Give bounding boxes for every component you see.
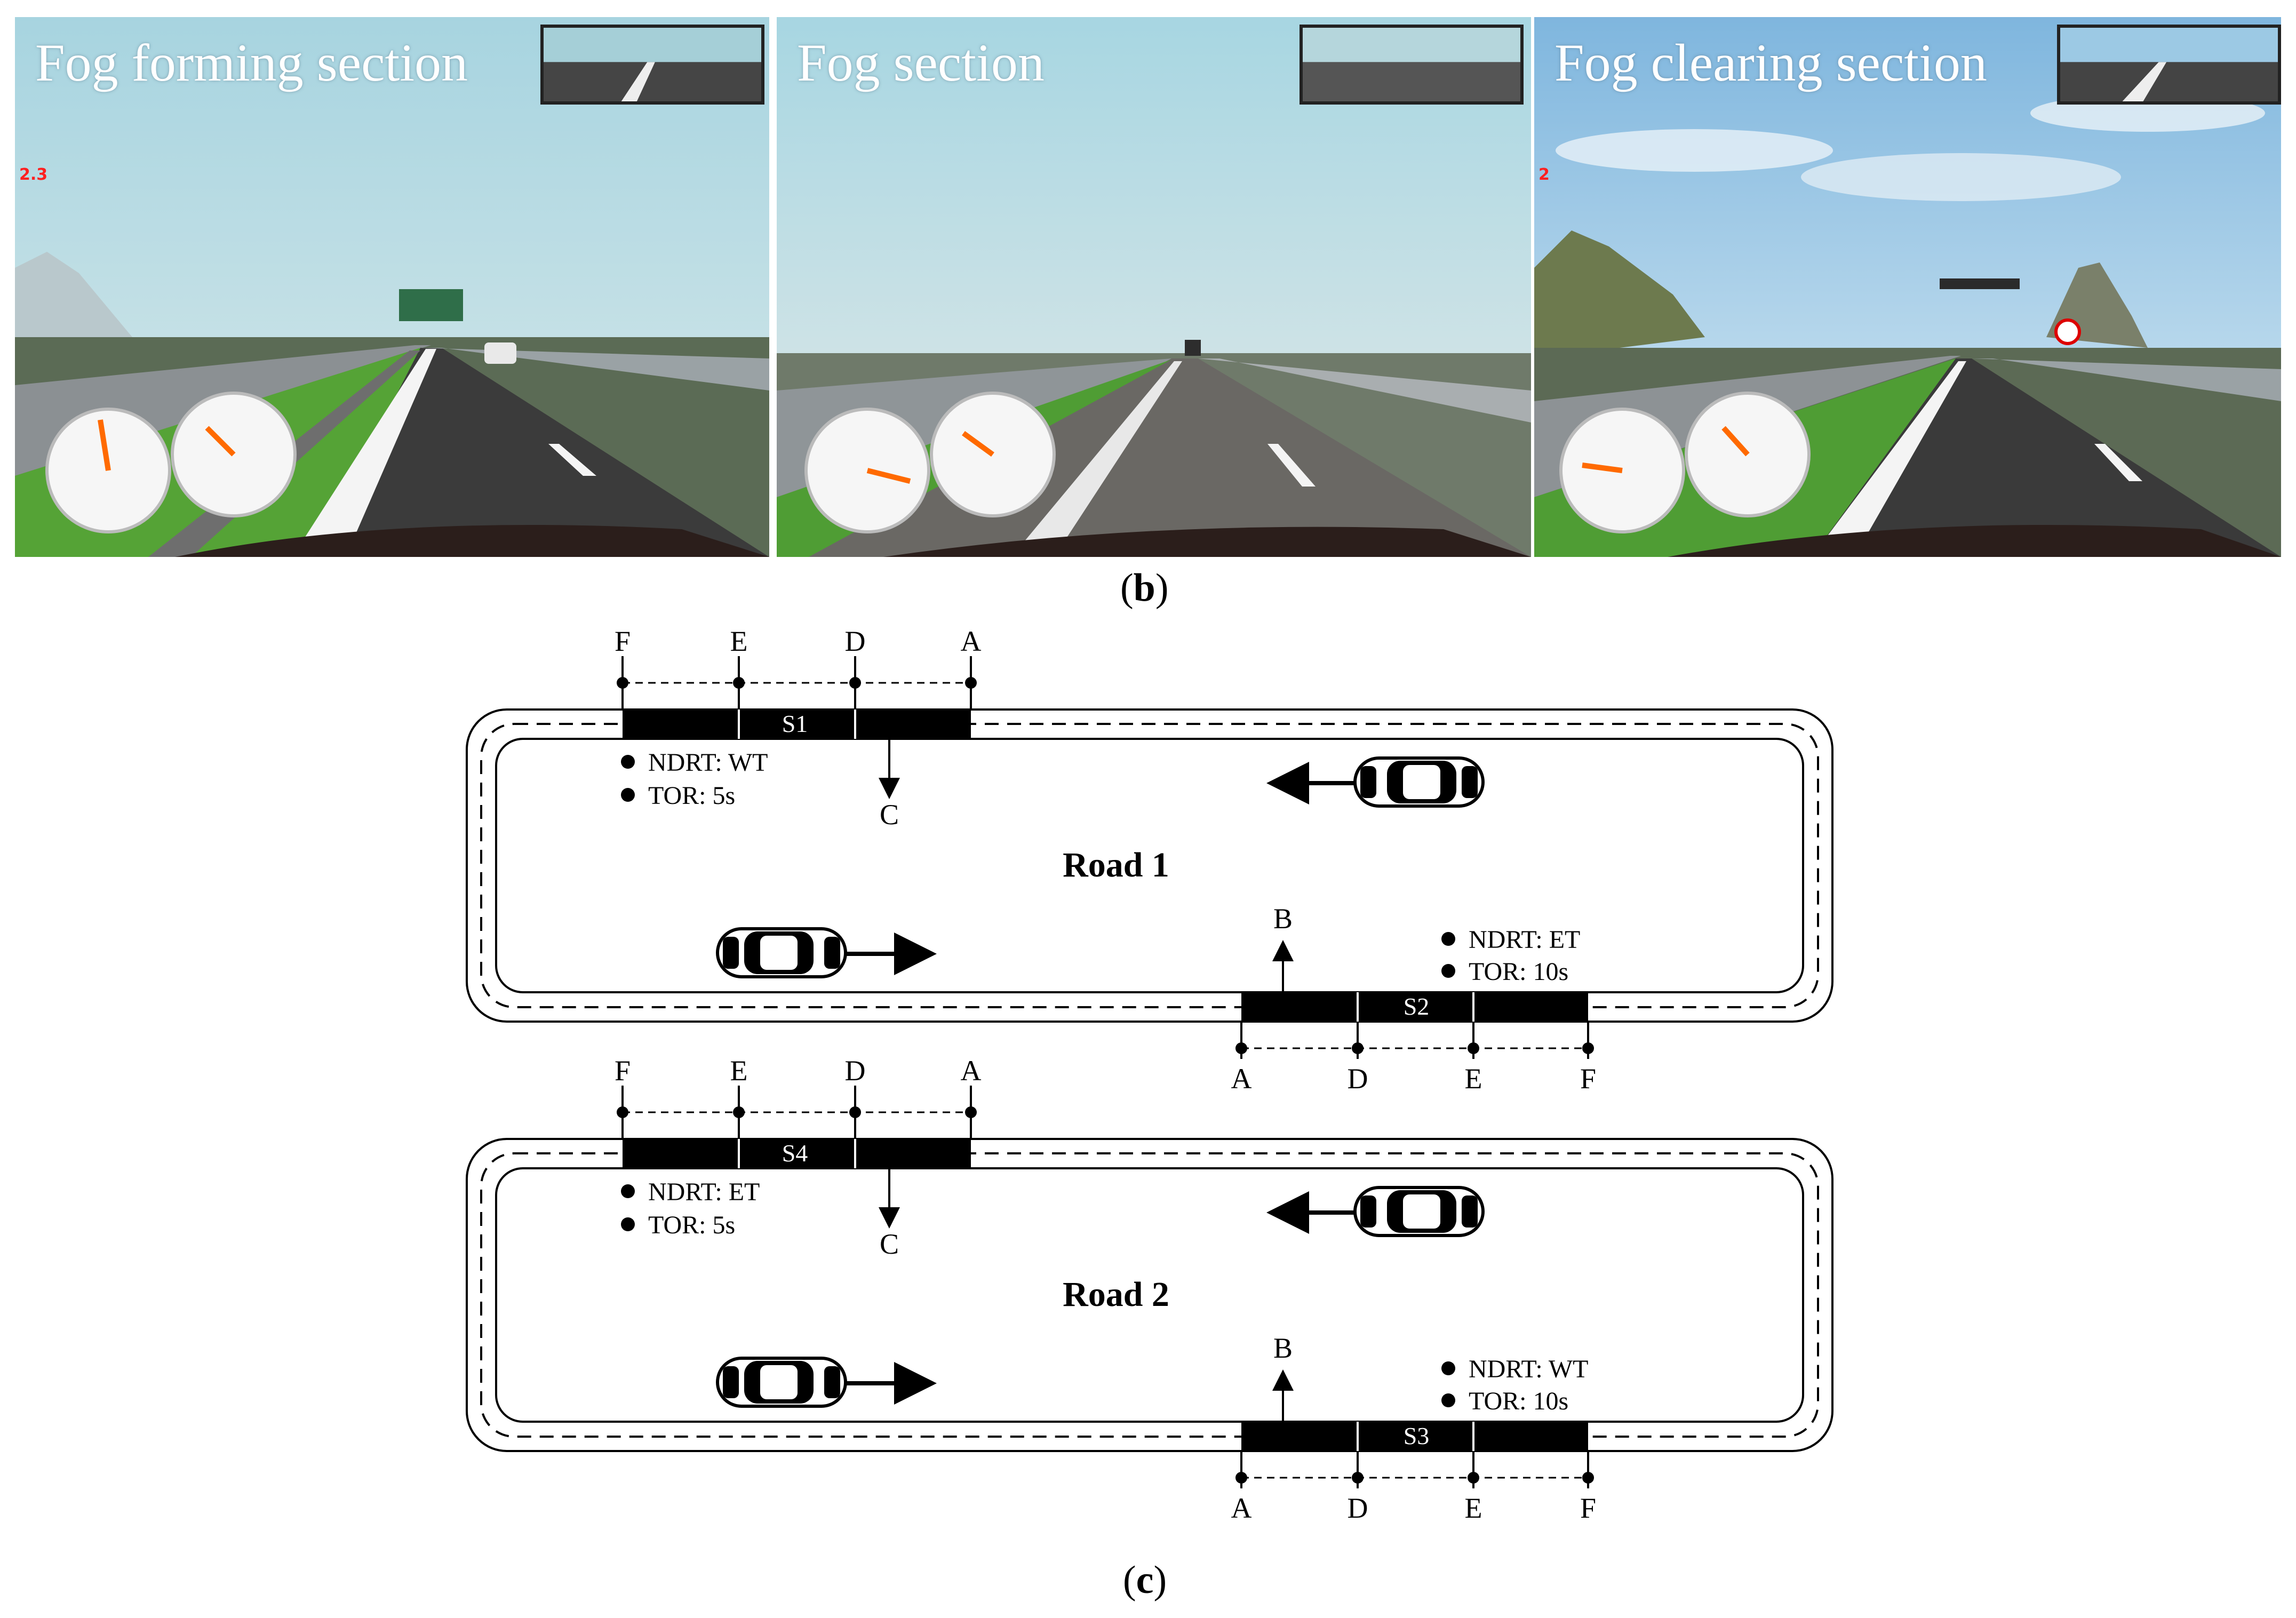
segment-label: S1: [782, 710, 808, 737]
segment-s3: [1241, 1422, 1588, 1451]
screenshot-fog-clearing: Fog clearing section 2: [1534, 17, 2281, 557]
point-label: E: [730, 1055, 748, 1087]
panel-title: Fog forming section: [35, 33, 468, 92]
note-tor: TOR: 5s: [648, 1211, 735, 1239]
note-tor: TOR: 10s: [1469, 1387, 1568, 1415]
car-icon: [1355, 758, 1483, 806]
road-title: Road 2: [1063, 1275, 1169, 1314]
exit-label: B: [1273, 1332, 1293, 1364]
point-label: E: [730, 625, 748, 657]
exit-label: C: [880, 1228, 899, 1260]
note-ndrt: NDRT: WT: [1469, 1355, 1588, 1383]
segment-s4: [623, 1139, 971, 1168]
note-tor: TOR: 10s: [1469, 958, 1568, 986]
point-label: D: [845, 1055, 866, 1087]
status-readout: 2.3: [19, 165, 48, 184]
point-label: A: [961, 625, 982, 657]
point-label: F: [1580, 1063, 1596, 1095]
panel-title: Fog section: [797, 33, 1045, 92]
rearview-mirror-icon: [2057, 25, 2281, 105]
note-ndrt: NDRT: ET: [1469, 926, 1580, 954]
exit-label: B: [1273, 903, 1293, 935]
point-label: D: [845, 625, 866, 657]
point-label: A: [1231, 1063, 1252, 1095]
test-road-diagram: S1 F E D A C NDRT: WT TOR: 5s S2 A D E F…: [466, 625, 1833, 1524]
point-label: D: [1348, 1492, 1368, 1524]
rearview-mirror-icon: [540, 25, 764, 105]
screenshot-fog: Fog section: [777, 17, 1531, 557]
road-1-loop: [466, 708, 1833, 1023]
note-tor: TOR: 5s: [648, 782, 735, 810]
point-label: E: [1465, 1063, 1482, 1095]
exit-label: C: [880, 799, 899, 831]
status-readout: 2: [1538, 165, 1550, 184]
point-label: E: [1465, 1492, 1482, 1524]
point-label: F: [615, 625, 631, 657]
road-2-loop: [466, 1138, 1833, 1452]
panel-title: Fog clearing section: [1554, 33, 1987, 92]
driving-scene: [777, 17, 1531, 557]
note-ndrt: NDRT: ET: [648, 1178, 760, 1206]
segment-s2: [1241, 992, 1588, 1022]
rearview-mirror-icon: [1300, 25, 1524, 105]
caption-b: (b): [1120, 566, 1169, 610]
segment-label: S2: [1404, 993, 1430, 1020]
point-label: A: [961, 1055, 982, 1087]
segment-label: S4: [782, 1139, 808, 1167]
point-label: A: [1231, 1492, 1252, 1524]
driving-scene: [1534, 17, 2281, 557]
car-icon: [718, 929, 846, 977]
note-ndrt: NDRT: WT: [648, 748, 768, 777]
road-title: Road 1: [1063, 846, 1169, 884]
point-label: D: [1348, 1063, 1368, 1095]
screenshot-fog-forming: Fog forming section 2.3: [15, 17, 769, 557]
car-icon: [718, 1358, 846, 1406]
caption-c: (c): [1123, 1558, 1167, 1602]
segment-label: S3: [1404, 1422, 1430, 1449]
point-label: F: [1580, 1492, 1596, 1524]
car-icon: [1355, 1187, 1483, 1236]
segment-s1: [623, 710, 971, 739]
point-label: F: [615, 1055, 631, 1087]
